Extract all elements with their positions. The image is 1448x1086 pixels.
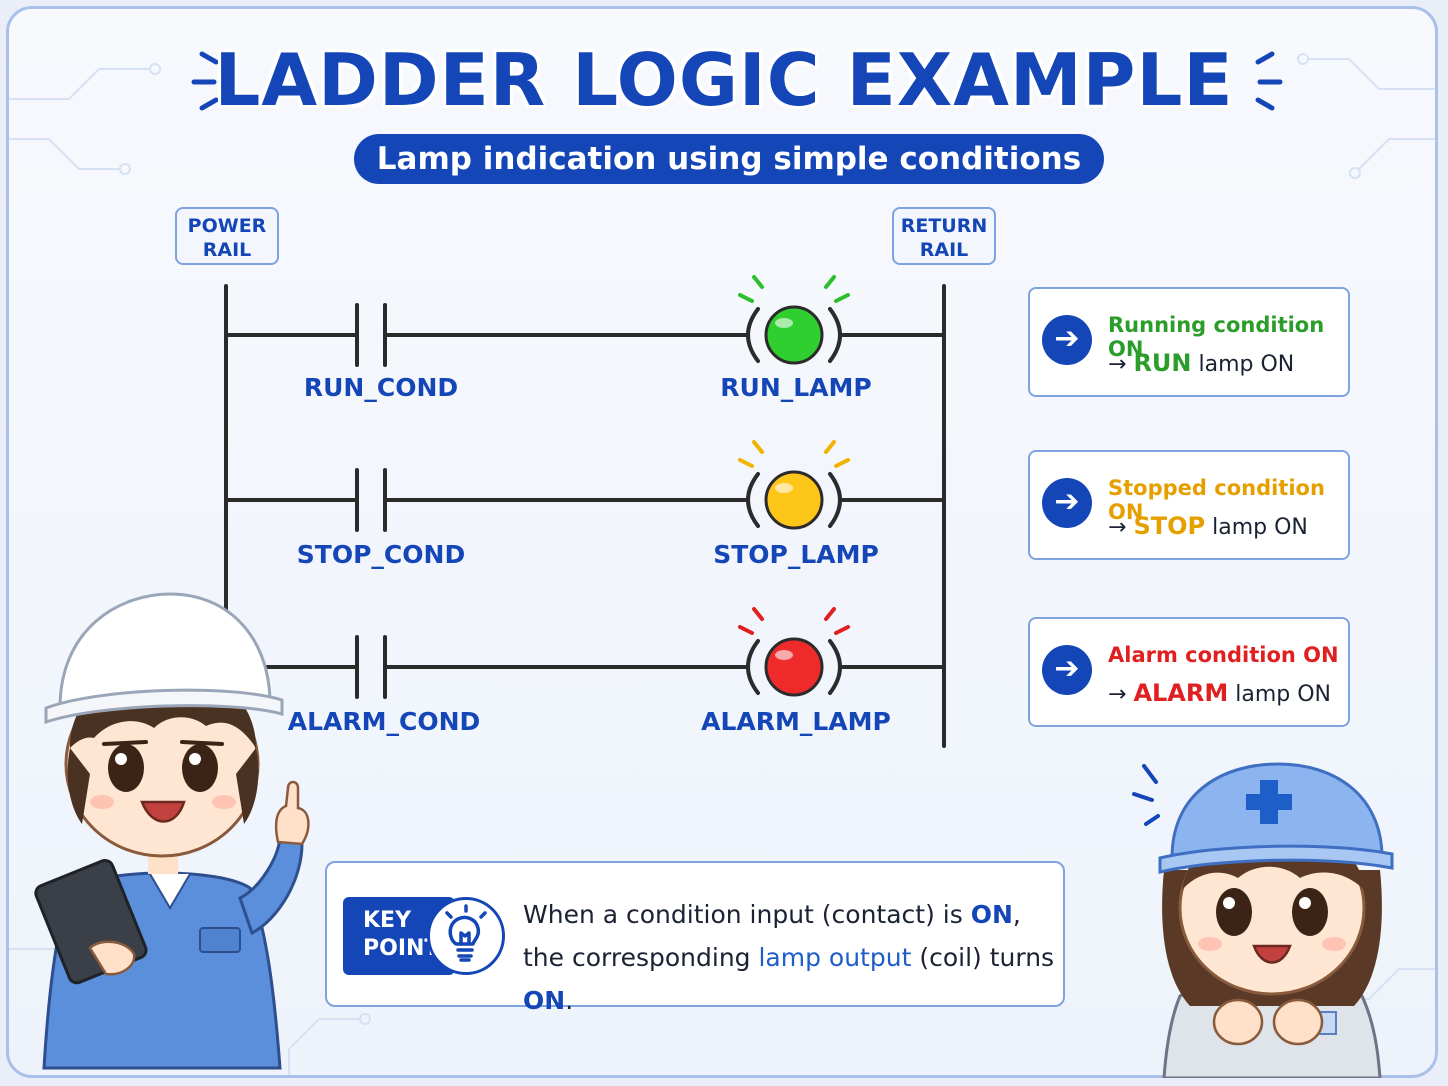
contact-label-run: RUN_COND bbox=[303, 373, 459, 402]
coil-stop-left-bracket bbox=[746, 472, 760, 528]
kp-l2-lamp-output: lamp output bbox=[758, 943, 912, 972]
key-point-line1: When a condition input (contact) is ON, bbox=[523, 893, 1063, 936]
lamp-stop-ray bbox=[752, 440, 764, 454]
note-run-arrow: → bbox=[1108, 352, 1127, 377]
note-alarm: ➔ Alarm condition ON → ALARM lamp ON bbox=[1028, 617, 1350, 727]
contact-label-alarm: ALARM_COND bbox=[287, 707, 481, 736]
note-stop-suffix: lamp ON bbox=[1212, 515, 1308, 540]
key-point-text: When a condition input (contact) is ON, … bbox=[523, 893, 1063, 1022]
lamp-alarm-icon bbox=[764, 637, 824, 697]
return-rail-label-line1: RETURN bbox=[900, 215, 988, 237]
contact-label-stop: STOP_COND bbox=[296, 540, 466, 569]
note-alarm-arrow: → bbox=[1108, 682, 1127, 707]
coil-alarm-right-bracket bbox=[828, 639, 842, 695]
lamp-stop-ray bbox=[824, 440, 836, 454]
coil-label-stop: STOP_LAMP bbox=[713, 540, 879, 569]
rung-run bbox=[224, 275, 946, 367]
page-title: LADDER LOGIC EXAMPLE bbox=[214, 38, 1234, 122]
rung-stop bbox=[224, 440, 946, 532]
note-run-result: → RUN lamp ON bbox=[1108, 349, 1294, 377]
key-point-line2: the corresponding lamp output (coil) tur… bbox=[523, 936, 1063, 1022]
kp-l2-c: (coil) turns bbox=[911, 943, 1055, 972]
power-rail-label-line2: RAIL bbox=[202, 239, 252, 261]
note-alarm-condition: Alarm condition ON bbox=[1108, 643, 1339, 667]
note-stop-arrow: → bbox=[1108, 515, 1127, 540]
arrow-right-icon: ➔ bbox=[1042, 315, 1092, 365]
note-run-condition: Running condition ON bbox=[1108, 313, 1325, 361]
note-stop: ➔ Stopped condition ON → STOP lamp ON bbox=[1028, 450, 1350, 560]
kp-l2-a: the corresponding bbox=[523, 943, 759, 972]
title-spark-right bbox=[1255, 51, 1283, 111]
note-run: ➔ Running condition ON → RUN lamp ON bbox=[1028, 287, 1350, 397]
title-spark-left bbox=[191, 51, 219, 111]
lamp-alarm-ray bbox=[824, 607, 836, 621]
note-run-suffix: lamp ON bbox=[1198, 352, 1295, 377]
note-run-lamp: RUN bbox=[1133, 349, 1192, 377]
lamp-run-icon bbox=[764, 305, 824, 365]
lamp-run-highlight bbox=[775, 318, 793, 328]
lamp-run-ray bbox=[752, 275, 764, 289]
note-alarm-suffix: lamp ON bbox=[1235, 682, 1332, 707]
coil-run-right-bracket bbox=[828, 307, 842, 363]
power-rail-label-line1: POWER bbox=[187, 215, 267, 237]
lamp-stop-ray bbox=[834, 458, 850, 468]
arrow-right-icon: ➔ bbox=[1042, 478, 1092, 528]
note-stop-condition: Stopped condition ON bbox=[1108, 476, 1325, 524]
lamp-alarm-ray bbox=[752, 607, 764, 621]
lamp-run-ray bbox=[738, 293, 754, 303]
key-point-badge-line2: POINT bbox=[363, 936, 440, 961]
lightbulb-icon bbox=[427, 897, 505, 975]
coil-alarm-left-bracket bbox=[746, 639, 760, 695]
rung-alarm bbox=[242, 607, 946, 699]
lamp-alarm-ray bbox=[738, 625, 754, 635]
engineer-boy-illustration bbox=[34, 592, 310, 1070]
note-stop-result: → STOP lamp ON bbox=[1108, 512, 1308, 540]
kp-l2-on: ON bbox=[523, 986, 566, 1015]
coil-stop-right-bracket bbox=[828, 472, 842, 528]
arrow-right-icon: ➔ bbox=[1042, 645, 1092, 695]
lamp-alarm-ray bbox=[834, 625, 850, 635]
rungs-group bbox=[224, 275, 946, 699]
lamp-alarm-highlight bbox=[775, 650, 793, 660]
kp-l1-c: , bbox=[1012, 900, 1021, 929]
coil-label-alarm: ALARM_LAMP bbox=[701, 707, 891, 736]
return-rail-label: RETURN RAIL bbox=[892, 207, 996, 265]
note-alarm-result: → ALARM lamp ON bbox=[1108, 679, 1331, 707]
page-subtitle: Lamp indication using simple conditions bbox=[354, 134, 1104, 184]
coil-label-run: RUN_LAMP bbox=[720, 373, 872, 402]
lamp-stop-highlight bbox=[775, 483, 793, 493]
note-alarm-lamp: ALARM bbox=[1133, 679, 1229, 707]
kp-l1-a: When a condition input (contact) is bbox=[523, 900, 971, 929]
lamp-stop-ray bbox=[738, 458, 754, 468]
return-rail-label-line2: RAIL bbox=[919, 239, 969, 261]
coil-run-left-bracket bbox=[746, 307, 760, 363]
key-point-box: KEY POINT When a condition input (contac… bbox=[325, 861, 1065, 1015]
lamp-run-ray bbox=[834, 293, 850, 303]
engineer-girl-illustration bbox=[1132, 762, 1394, 1078]
lamp-stop-icon bbox=[764, 470, 824, 530]
lamp-run-ray bbox=[824, 275, 836, 289]
note-stop-lamp: STOP bbox=[1133, 512, 1206, 540]
kp-l2-e: . bbox=[565, 986, 574, 1015]
power-rail-label: POWER RAIL bbox=[175, 207, 279, 265]
key-point-badge-line1: KEY bbox=[363, 908, 412, 933]
kp-l1-on: ON bbox=[970, 900, 1013, 929]
